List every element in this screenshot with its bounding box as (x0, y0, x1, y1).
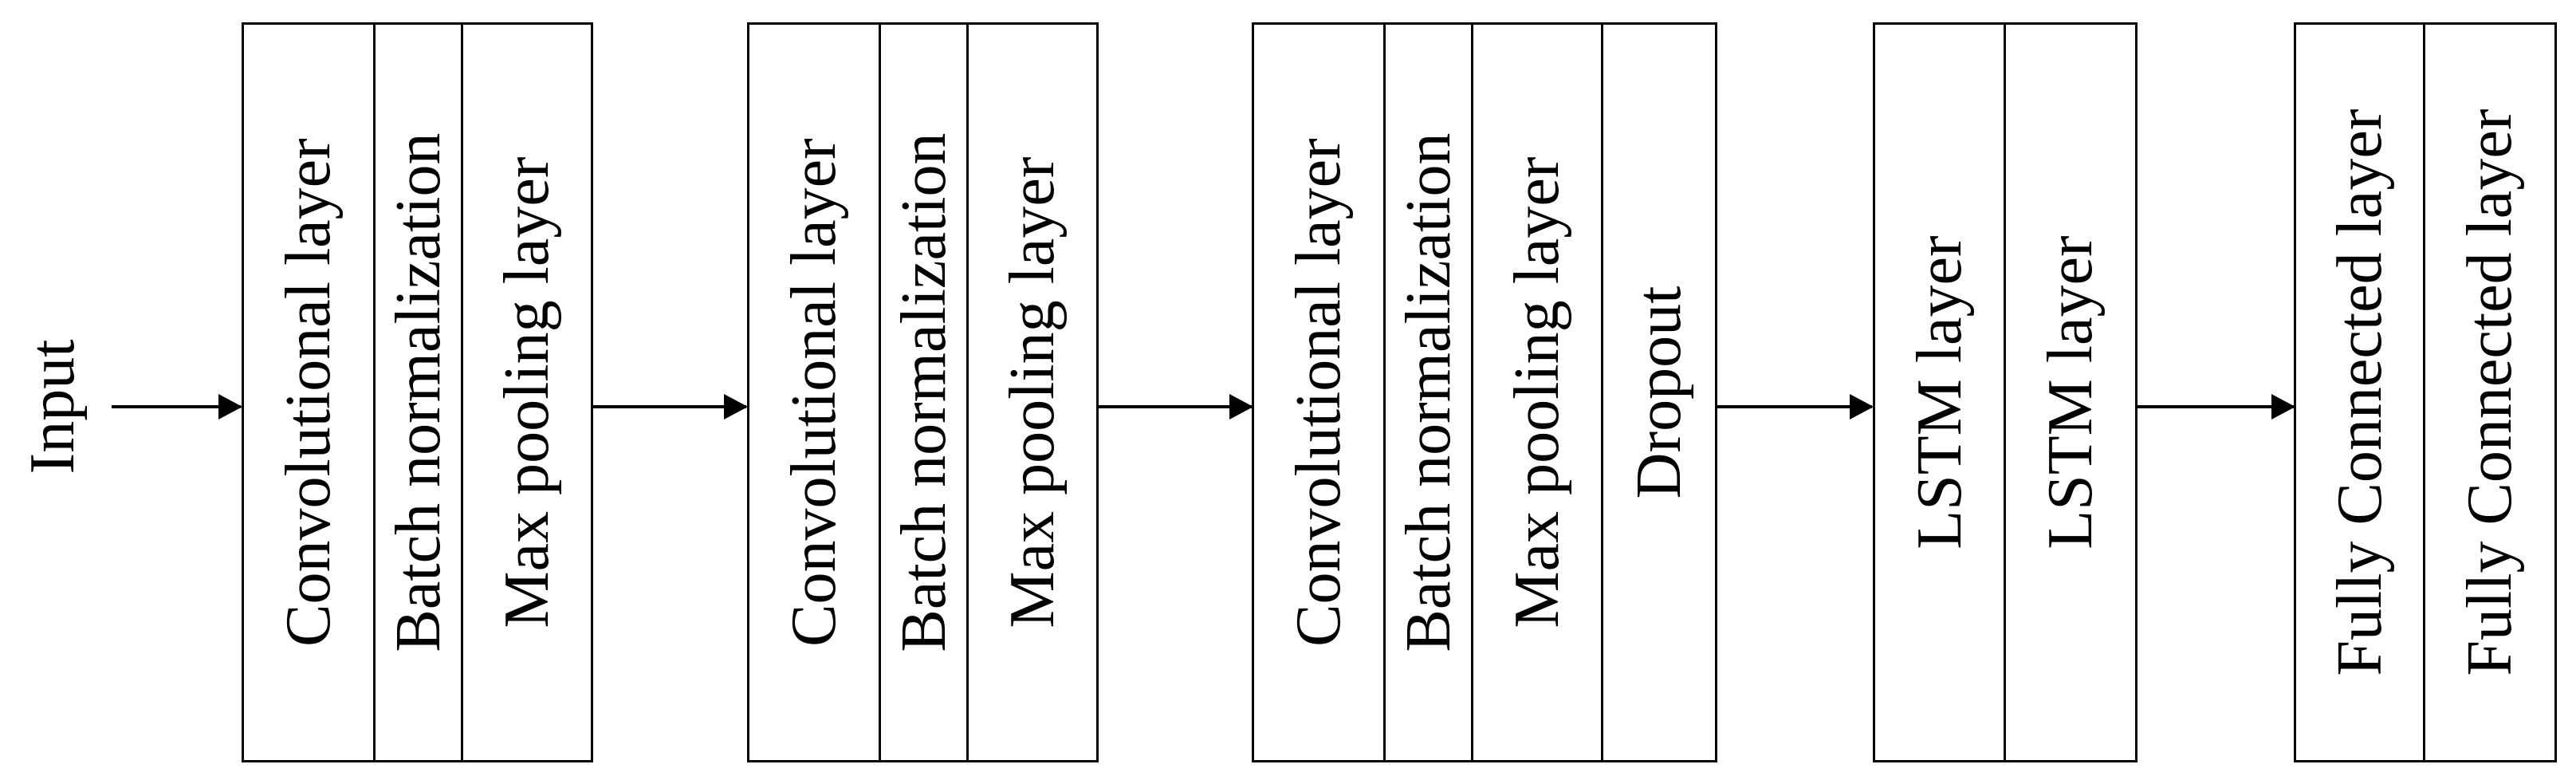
block-3-convolutional-layer: Convolutional layer (1252, 22, 1386, 762)
layer-label: Convolutional layer (779, 138, 849, 647)
layer-label: LSTM layer (1905, 235, 1975, 550)
arrow-block-3-to-block-4 (1717, 394, 1874, 420)
layer-label: Batch normalization (1393, 132, 1464, 652)
layer-label: LSTM layer (2035, 235, 2106, 550)
layer-label: Max pooling layer (492, 156, 562, 628)
layer-label: Max pooling layer (997, 156, 1068, 628)
block-4-lstm-layer-1: LSTM layer (1873, 22, 2007, 762)
input-label: Input (18, 339, 88, 475)
block-4-lstm-layer-2: LSTM layer (2004, 22, 2137, 762)
block-2-batch-normalization: Batch normalization (879, 22, 969, 762)
layer-label: Max pooling layer (1502, 156, 1572, 628)
block-2-convolutional-layer: Convolutional layer (747, 22, 881, 762)
block-1-max-pooling-layer: Max pooling layer (461, 22, 593, 762)
arrow-block-1-to-block-2 (593, 394, 748, 420)
layer-label: Fully Connected layer (2455, 108, 2525, 676)
layer-label: Convolutional layer (273, 138, 344, 647)
block-5-fully-connected-layer-2: Fully Connected layer (2423, 22, 2557, 762)
block-3-max-pooling-layer: Max pooling layer (1471, 22, 1603, 762)
block-5-fully-connected-layer-1: Fully Connected layer (2294, 22, 2425, 762)
arrow-block-4-to-block-5 (2137, 394, 2295, 420)
layer-label: Fully Connected layer (2324, 108, 2395, 676)
layer-label: Batch normalization (383, 132, 454, 652)
arrow-input-to-block-1 (112, 394, 242, 420)
layer-label: Dropout (1624, 286, 1694, 499)
block-3-dropout: Dropout (1601, 22, 1717, 762)
block-2-max-pooling-layer: Max pooling layer (966, 22, 1099, 762)
block-3-batch-normalization: Batch normalization (1383, 22, 1473, 762)
arrow-block-2-to-block-3 (1099, 394, 1253, 420)
layer-label: Batch normalization (888, 132, 959, 652)
block-1-batch-normalization: Batch normalization (373, 22, 463, 762)
block-1-convolutional-layer: Convolutional layer (242, 22, 376, 762)
layer-label: Convolutional layer (1284, 138, 1354, 647)
